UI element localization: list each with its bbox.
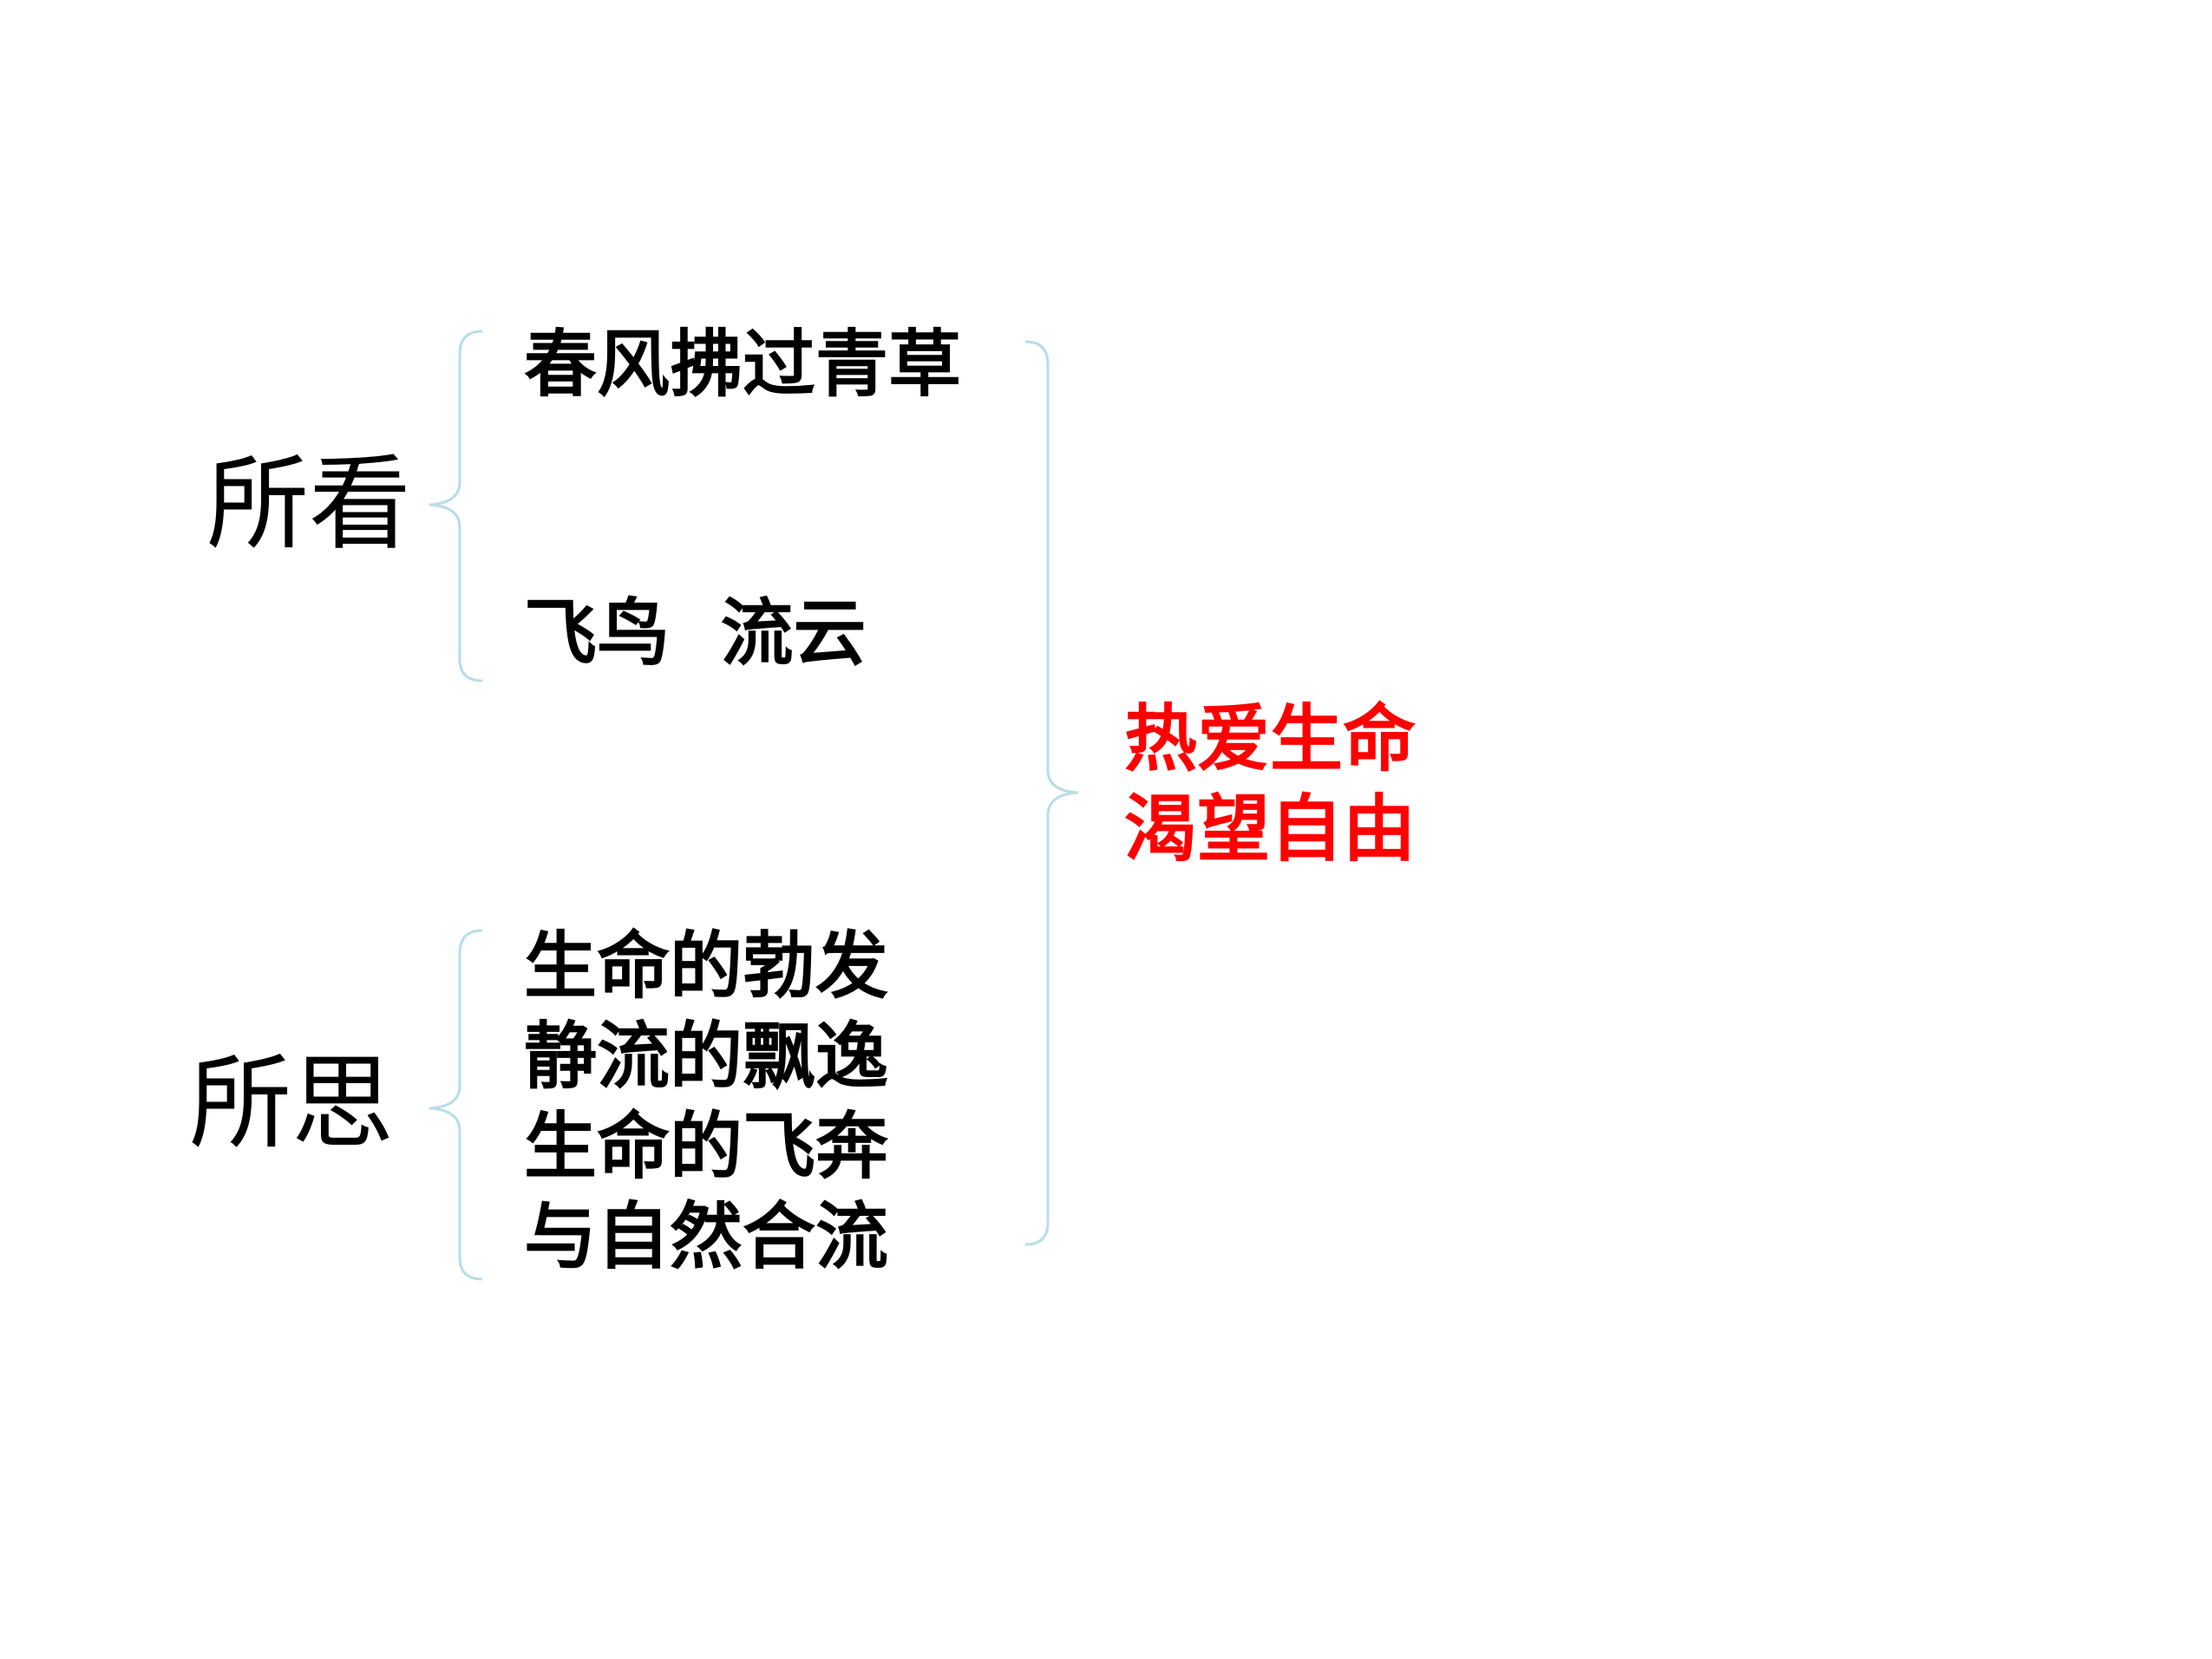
left-brace-thought: [429, 929, 483, 1281]
conclusion-line-2: 渴望自由: [1124, 786, 1417, 872]
left-brace-seen: [429, 330, 483, 683]
conclusion-line-1: 热爱生命: [1124, 696, 1417, 781]
thought-item-4: 与自然合流: [524, 1193, 889, 1279]
thought-items: 生命的勃发 静流的飘逸 生命的飞奔 与自然合流: [524, 921, 888, 1282]
thought-item-3: 生命的飞奔: [524, 1103, 889, 1189]
thought-item-1: 生命的勃发: [524, 923, 889, 1009]
category-thought: 所思: [189, 1043, 395, 1163]
category-seen: 所看: [206, 444, 412, 564]
right-brace-merge: [1024, 340, 1079, 1246]
thought-item-2: 静流的飘逸: [524, 1013, 889, 1099]
seen-item-2: 飞鸟 流云: [524, 590, 867, 676]
conclusion: 热爱生命 渴望自由: [1124, 694, 1416, 874]
seen-item-1: 春风拂过青草: [524, 321, 962, 407]
